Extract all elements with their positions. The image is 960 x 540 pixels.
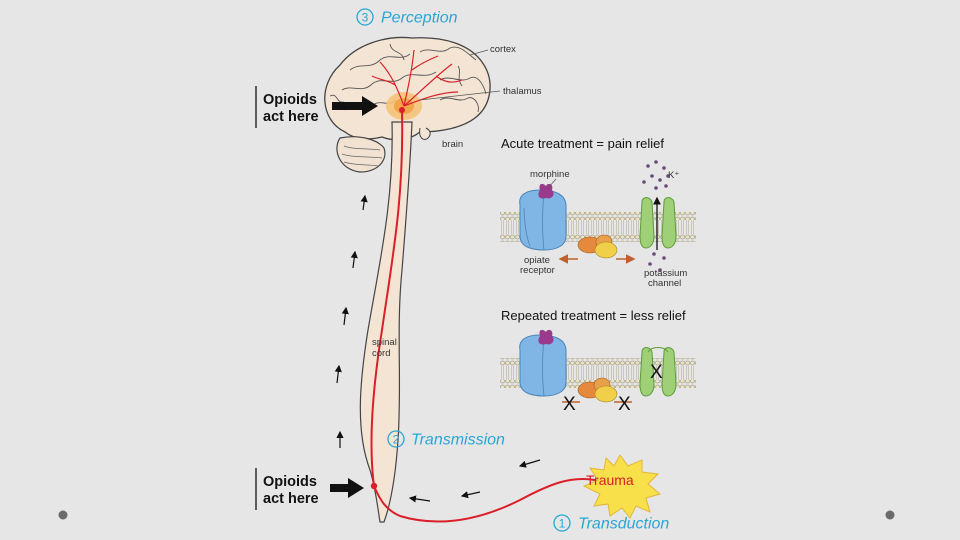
stage-perception: 3 Perception (356, 8, 458, 27)
opioid-label-lower-line2: act here (263, 491, 319, 507)
stage-label-perception: Perception (381, 10, 458, 27)
opiate-receptor-label-line2: receptor (520, 265, 555, 276)
ascending-signal-arrows (334, 194, 541, 503)
potassium-ion-label: K⁺ (668, 170, 679, 181)
potassium-channel-repeated (639, 347, 655, 397)
cortex-fibers (371, 49, 463, 107)
repeated-title: Repeated treatment = less relief (501, 308, 686, 323)
acute-title: Acute treatment = pain relief (501, 136, 664, 151)
potassium-ions (642, 160, 670, 272)
slide-corner-dot (58, 510, 68, 520)
synapse-dot (370, 482, 378, 490)
spinal-cord (359, 121, 413, 523)
trauma-starburst (582, 454, 662, 519)
stage-label-transmission: Transmission (411, 432, 505, 449)
opioid-arrow-lower (330, 478, 364, 498)
stage-number: 1 (559, 517, 566, 531)
right-block-mark: X (618, 394, 631, 415)
brain-illustration (324, 36, 501, 173)
stage-transduction: 1 Transduction (553, 514, 669, 533)
thalamus-label: thalamus (503, 86, 542, 97)
slide-corner-dot (885, 510, 895, 520)
morphine-molecule-acute (538, 183, 554, 199)
morphine-label: morphine (530, 169, 570, 180)
morphine-molecule-repeated (538, 329, 554, 345)
stage-number: 3 (362, 11, 369, 25)
opioid-label-lower-line1: Opioids (263, 474, 317, 490)
left-block-mark: X (563, 394, 576, 415)
spinal-label-line2: cord (372, 348, 390, 359)
potassium-channel-label-line1: potassium (644, 268, 687, 279)
stage-number: 2 (393, 433, 400, 447)
opioid-site-upper (255, 86, 378, 128)
spinal-label-line1: spinal (372, 337, 397, 348)
opiate-receptor-label-line1: opiate (524, 255, 550, 266)
acute-membrane-panel (500, 160, 696, 272)
opioid-label-upper-line1: Opioids (263, 92, 317, 108)
channel-block-mark: X (650, 362, 663, 383)
stage-label-transduction: Transduction (578, 516, 669, 533)
potassium-channel-label-line2: channel (648, 278, 681, 289)
cortex-label: cortex (490, 44, 516, 55)
trauma-label: Trauma (586, 472, 634, 488)
opioid-label-upper-line2: act here (263, 109, 319, 125)
brain-label: brain (442, 139, 463, 150)
potassium-channel-acute (639, 197, 655, 249)
opioid-arrow-upper (332, 96, 378, 116)
opioid-site-lower (255, 468, 364, 510)
stage-transmission: 2 Transmission (387, 430, 505, 449)
repeated-membrane-panel (500, 329, 696, 403)
